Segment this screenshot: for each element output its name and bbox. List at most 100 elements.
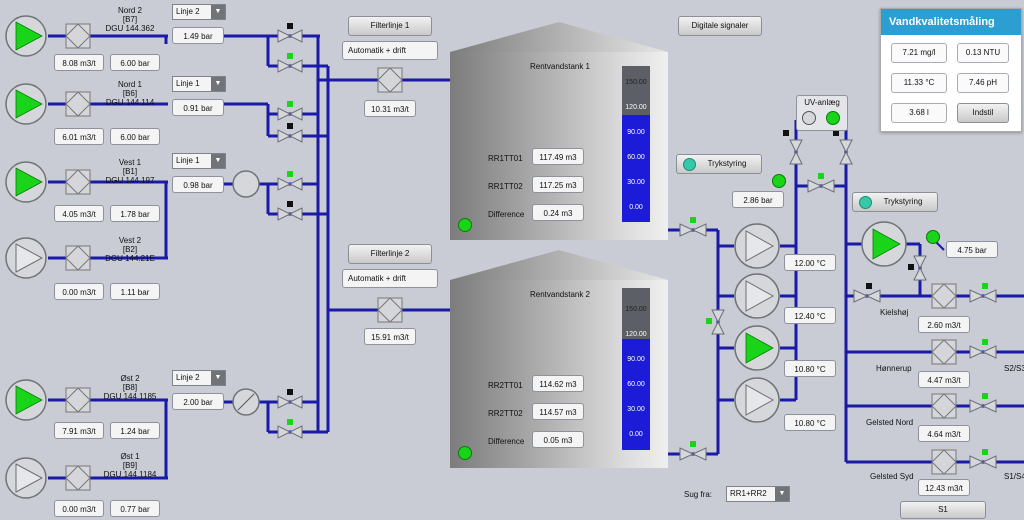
line-select[interactable]: Linje 1▼ bbox=[172, 76, 226, 92]
well-pressure: 0.77 bar bbox=[110, 500, 160, 517]
well-label-ost2: Øst 2[B8]DGU 144.1185 bbox=[103, 374, 157, 401]
pump-temp: 12.40 °C bbox=[784, 307, 836, 324]
chevron-down-icon[interactable]: ▼ bbox=[211, 154, 225, 168]
panel-title: Vandkvalitetsmåling bbox=[881, 9, 1021, 35]
chevron-down-icon[interactable]: ▼ bbox=[211, 77, 225, 91]
tank1: Rentvandstank 1 RR1TT01 117.49 m3 RR1TT0… bbox=[450, 52, 668, 240]
tank2-roof bbox=[450, 250, 668, 280]
uv-off-indicator bbox=[802, 111, 816, 125]
well-flow: 0.00 m3/t bbox=[54, 500, 104, 517]
quality-volume: 3.68 l bbox=[891, 103, 947, 123]
well-label-ost1: Øst 1[B9]DGU 144.1184 bbox=[103, 452, 157, 479]
valve-icon bbox=[679, 223, 707, 237]
sug-select[interactable]: RR1+RR2▼ bbox=[726, 486, 790, 502]
mixer-icon bbox=[232, 170, 260, 198]
valve-icon bbox=[969, 399, 997, 413]
booster-pressure: 4.75 bar bbox=[946, 241, 998, 258]
valve-icon bbox=[807, 179, 835, 193]
indstil-button[interactable]: Indstil bbox=[957, 103, 1009, 123]
well-flow: 4.05 m3/t bbox=[54, 205, 104, 222]
valve-icon bbox=[277, 207, 303, 221]
valve-icon bbox=[839, 139, 853, 165]
outlet-name: Hønnerup bbox=[876, 364, 912, 373]
well-flow: 8.08 m3/t bbox=[54, 54, 104, 71]
valve-icon bbox=[277, 59, 303, 73]
quality-temperature: 11.33 °C bbox=[891, 73, 947, 93]
chevron-down-icon[interactable]: ▼ bbox=[211, 5, 225, 19]
tank2-diff-label: Difference bbox=[488, 437, 525, 446]
filterline2-mode[interactable]: Automatik + drift bbox=[342, 269, 438, 288]
pump-temp: 10.80 °C bbox=[784, 360, 836, 377]
flowmeter-icon bbox=[931, 283, 957, 309]
flowmeter-icon bbox=[931, 393, 957, 419]
tank1-roof bbox=[450, 22, 668, 52]
tank2-status-indicator bbox=[458, 446, 472, 460]
trykstyring-button-1[interactable]: Trykstyring bbox=[676, 154, 762, 174]
tank2: Rentvandstank 2 RR2TT01 114.62 m3 RR2TT0… bbox=[450, 280, 668, 468]
well-flow: 6.01 m3/t bbox=[54, 128, 104, 145]
flowmeter-icon bbox=[931, 449, 957, 475]
well-pressure: 1.11 bar bbox=[110, 283, 160, 300]
pump-running-icon bbox=[15, 385, 43, 415]
outlet-name: Gelsted Nord bbox=[866, 418, 914, 427]
well-label-nord2: Nord 2[B7]DGU 144.362 bbox=[105, 6, 155, 33]
water-quality-panel: Vandkvalitetsmåling 7.21 mg/l 0.13 NTU 1… bbox=[880, 8, 1022, 132]
valve-icon bbox=[969, 345, 997, 359]
tank1-tt1-label: RR1TT01 bbox=[488, 154, 523, 163]
digital-signals-button[interactable]: Digitale signaler bbox=[678, 16, 762, 36]
uv-on-indicator bbox=[826, 111, 840, 125]
outlet-name: Gelsted Syd bbox=[870, 472, 914, 481]
power-icon bbox=[859, 196, 872, 209]
tank1-diff-value: 0.24 m3 bbox=[532, 204, 584, 221]
tank1-level-gauge: 150.00 120.00 90.00 60.00 30.00 0.00 bbox=[622, 66, 650, 222]
tank2-diff-value: 0.05 m3 bbox=[532, 431, 584, 448]
valve-icon bbox=[277, 177, 303, 191]
booster-status-indicator bbox=[926, 230, 940, 244]
uv-unit: UV-anlæg bbox=[796, 95, 848, 131]
flowmeter-icon bbox=[65, 465, 91, 491]
valve-icon bbox=[277, 395, 303, 409]
valve-icon bbox=[711, 309, 725, 335]
outlet-flow: 4.64 m3/t bbox=[918, 425, 970, 442]
filterline1-button[interactable]: Filterlinje 1 bbox=[348, 16, 432, 36]
tank2-tt2-value: 114.57 m3 bbox=[532, 403, 584, 420]
valve-icon bbox=[277, 129, 303, 143]
chevron-down-icon[interactable]: ▼ bbox=[775, 487, 789, 501]
tank1-diff-label: Difference bbox=[488, 210, 525, 219]
tank2-tt1-label: RR2TT01 bbox=[488, 381, 523, 390]
tank1-tt2-value: 117.25 m3 bbox=[532, 176, 584, 193]
line-select[interactable]: Linje 1▼ bbox=[172, 153, 226, 169]
flowmeter-icon bbox=[65, 169, 91, 195]
outlet-flow: 12.43 m3/t bbox=[918, 479, 970, 496]
s1-button[interactable]: S1 bbox=[900, 501, 986, 519]
filterline2-flow: 15.91 m3/t bbox=[364, 328, 416, 345]
valve-icon bbox=[679, 447, 707, 461]
line-select[interactable]: Linje 2▼ bbox=[172, 4, 226, 20]
well-flow: 7.91 m3/t bbox=[54, 422, 104, 439]
pump-temp: 12.00 °C bbox=[784, 254, 836, 271]
outlet-name: Kielshøj bbox=[880, 308, 909, 317]
chevron-down-icon[interactable]: ▼ bbox=[211, 371, 225, 385]
well-flow: 0.00 m3/t bbox=[54, 283, 104, 300]
pump-stopped-icon bbox=[15, 243, 44, 273]
line-select[interactable]: Linje 2▼ bbox=[172, 370, 226, 386]
pump-running-icon bbox=[15, 21, 43, 51]
flowmeter-icon bbox=[65, 245, 91, 271]
pump-running-icon bbox=[15, 89, 43, 119]
valve-icon bbox=[277, 425, 303, 439]
flowmeter-icon bbox=[377, 297, 403, 323]
filterline2-button[interactable]: Filterlinje 2 bbox=[348, 244, 432, 264]
tank2-tt2-label: RR2TT02 bbox=[488, 409, 523, 418]
flowmeter-icon bbox=[65, 387, 91, 413]
filterline1-mode[interactable]: Automatik + drift bbox=[342, 41, 438, 60]
flowmeter-icon bbox=[377, 67, 403, 93]
outlet-pressure: 2.86 bar bbox=[732, 191, 784, 208]
flowmeter-icon bbox=[65, 23, 91, 49]
well-label-vest2: Vest 2[B2]DGU 144.21E bbox=[105, 236, 155, 263]
quality-turbidity: 0.13 NTU bbox=[957, 43, 1009, 63]
valve-icon bbox=[277, 107, 303, 121]
well-pressure: 6.00 bar bbox=[110, 54, 160, 71]
well-pressure: 1.78 bar bbox=[110, 205, 160, 222]
trykstyring-button-2[interactable]: Trykstyring bbox=[852, 192, 938, 212]
